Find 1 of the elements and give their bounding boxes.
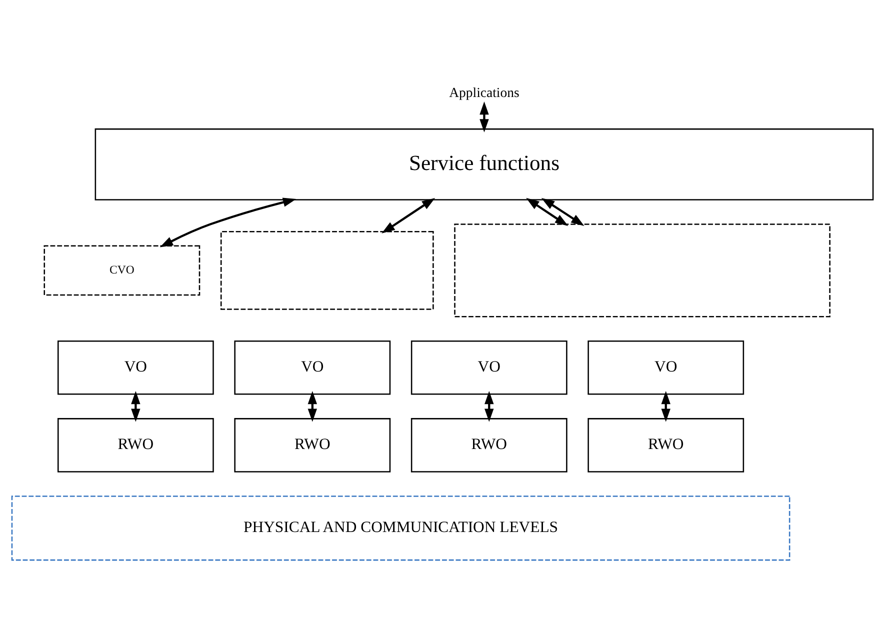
node-text: Applications [449, 84, 520, 100]
